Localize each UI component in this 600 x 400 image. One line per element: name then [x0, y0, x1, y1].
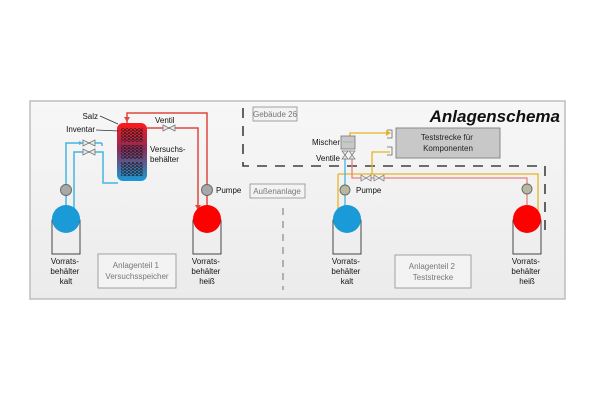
mixer-icon: [340, 135, 356, 150]
aussenanlage-box: [249, 183, 306, 199]
anlagenteil-1-box: [97, 253, 177, 289]
valve-icon: [162, 124, 176, 132]
label-inventar: Inventar: [66, 125, 95, 134]
aussenanlage-label: Außenanlage: [253, 187, 301, 196]
pump-icon: [521, 183, 533, 195]
label-ventil: Ventil: [155, 116, 175, 125]
flow-arrow-icon: [195, 205, 201, 210]
label-pumpe-2: Pumpe: [356, 186, 382, 195]
section-2: Teststrecke für Komponenten Mischer: [312, 127, 542, 289]
tank-hot-2-label: Vorrats- behälter heiß: [511, 257, 542, 286]
valve-icon: [341, 150, 349, 160]
label-ventile: Ventile: [316, 154, 341, 163]
label-salz: Salz: [82, 112, 98, 121]
tank-cold-2-label: Vorrats- behälter kalt: [331, 257, 362, 286]
tank-hot-label: Vorrats- behälter heiß: [191, 257, 222, 286]
pump-icon: [201, 184, 213, 196]
teststrecke-label: Teststrecke für Komponenten: [421, 133, 475, 153]
pump-icon: [339, 184, 351, 196]
anlagenteil-2-label: Anlagenteil 2 Teststrecke: [409, 262, 458, 282]
label-versuchs: Versuchs-: [150, 145, 186, 154]
valve-icon: [348, 150, 356, 160]
valve-icon: [373, 174, 385, 182]
flow-arrow-icon: [79, 141, 83, 145]
diagram-title: Anlagenschema: [429, 107, 560, 126]
label-behaelter: behälter: [150, 155, 179, 164]
label-mischer: Mischer: [312, 138, 340, 147]
flow-arrow-icon: [386, 130, 391, 136]
section-1: Salz Inventar Versuchs- behälter Ventil …: [50, 112, 242, 289]
anlagenteil-2-box: [394, 254, 472, 289]
tank-cold-label: Vorrats- behälter kalt: [50, 257, 81, 286]
pump-icon: [60, 184, 72, 196]
valve-icon: [360, 174, 372, 182]
teststrecke-box: [395, 127, 501, 159]
gebaeude-label: Gebäude 26: [253, 110, 298, 119]
anlagenteil-1-label: Anlagenteil 1 Versuchsspeicher: [105, 261, 168, 281]
valve-icon: [82, 139, 96, 147]
gebaeude-box: [252, 106, 298, 122]
test-vessel: [117, 123, 147, 181]
storage-tank-cold-2: [332, 205, 362, 255]
storage-tank-hot: [192, 205, 222, 255]
storage-tank-cold: [51, 205, 81, 255]
valve-icon: [82, 148, 96, 156]
label-pumpe: Pumpe: [216, 186, 242, 195]
flow-arrow-icon: [124, 117, 130, 122]
storage-tank-hot-2: [512, 205, 542, 255]
